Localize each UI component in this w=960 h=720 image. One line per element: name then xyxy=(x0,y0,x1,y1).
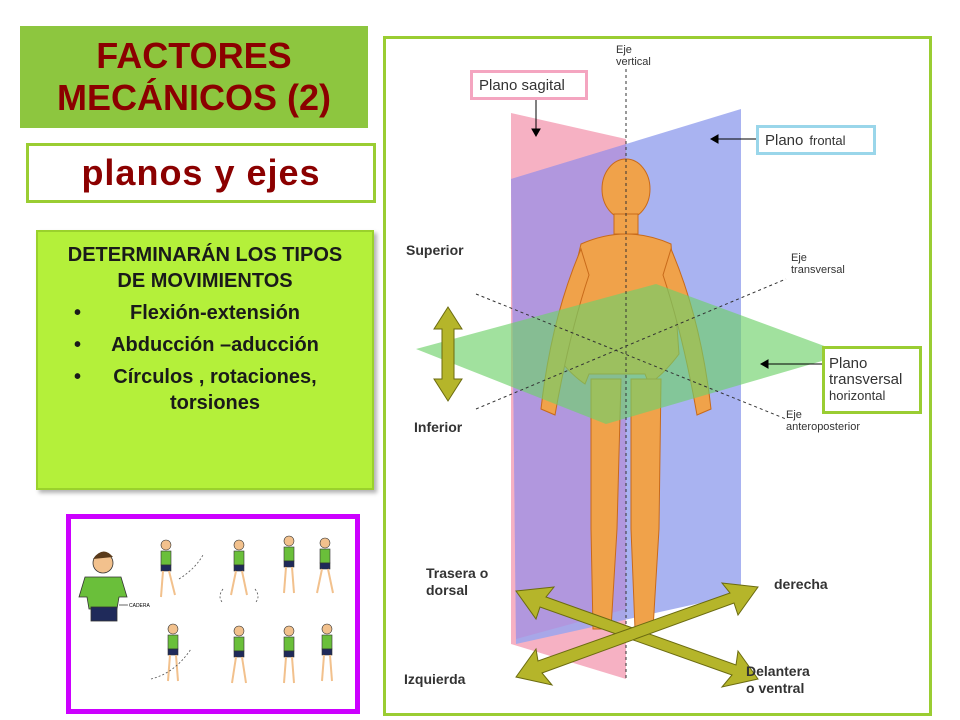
frontal-plano-label: Plano xyxy=(765,131,804,149)
transverse-plane xyxy=(416,284,846,424)
delantera-label: Delantera o ventral xyxy=(746,663,810,696)
transverse-plane-tag: Plano transversal horizontal xyxy=(822,346,922,414)
title-banner: FACTORES MECÁNICOS (2) xyxy=(20,26,368,128)
small-figures-bottom xyxy=(167,623,333,684)
cadera-label: CADERA xyxy=(129,603,151,609)
transverse-plane-label: Plano transversal xyxy=(829,355,903,388)
slide-subtitle: planos y ejes xyxy=(81,152,321,193)
slide-title: FACTORES MECÁNICOS (2) xyxy=(56,35,331,118)
inferior-label: Inferior xyxy=(414,419,463,435)
sagittal-plane-label: Plano sagital xyxy=(479,76,565,94)
planes-illustration xyxy=(416,69,846,688)
motion-lines xyxy=(150,554,259,680)
transverse-axis-label: Eje transversal xyxy=(791,252,845,276)
list-item: Abducción –aducción xyxy=(68,332,372,358)
exercise-figures-image: CADERA xyxy=(78,535,334,684)
movements-box: DETERMINARÁN LOS TIPOS DE MOVIMIENTOS Fl… xyxy=(36,230,374,490)
list-item: Flexión-extensión xyxy=(68,300,372,326)
derecha-label: derecha xyxy=(774,576,828,592)
vertical-axis-label: Eje vertical xyxy=(616,44,651,68)
subtitle-box: planos y ejes xyxy=(26,143,376,203)
vertical-arrow-icon xyxy=(433,306,463,402)
trasera-label: Trasera o dorsal xyxy=(426,565,489,598)
direction-cross-arrows-icon xyxy=(515,582,759,688)
superior-label: Superior xyxy=(406,242,464,258)
izquierda-label: Izquierda xyxy=(404,671,466,687)
movements-heading: DETERMINARÁN LOS TIPOS DE MOVIMIENTOS xyxy=(67,244,343,292)
anteroposterior-axis-label: Eje anteroposterior xyxy=(786,409,860,433)
frontal-label: frontal xyxy=(809,132,846,148)
frontal-plane-tag: Plano frontal xyxy=(756,125,876,155)
pointer-arrows xyxy=(531,93,826,369)
movements-list: Flexión-extensión Abducción –aducción Cí… xyxy=(38,300,372,416)
anteroposterior-axis xyxy=(475,278,787,410)
large-figure: CADERA xyxy=(78,551,151,622)
list-item: Círculos , rotaciones, torsiones xyxy=(68,364,372,416)
small-figures-top xyxy=(160,535,334,598)
sagittal-plane-tag: Plano sagital xyxy=(470,70,588,100)
anatomy-planes-diagram: Plano sagital Plano frontal Plano transv… xyxy=(383,36,932,716)
exercise-illustration: CADERA xyxy=(66,514,360,714)
horizontal-label: horizontal xyxy=(829,388,886,403)
transverse-axis xyxy=(475,293,787,420)
